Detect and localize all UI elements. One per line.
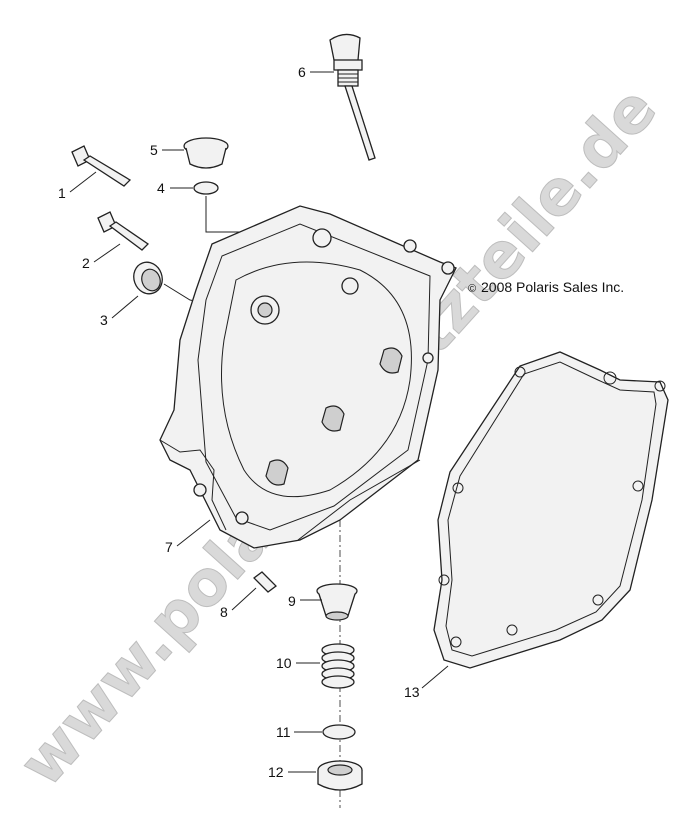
callout-12: 12 [268, 764, 316, 780]
svg-text:4: 4 [157, 180, 165, 196]
part-12-drain-plug [317, 760, 363, 791]
callout-2: 2 [82, 243, 121, 271]
callout-3: 3 [100, 295, 139, 328]
svg-text:8: 8 [220, 604, 228, 620]
part-13-gasket [433, 351, 669, 669]
part-6-dipstick [329, 33, 376, 161]
part-8-dowel-pin [253, 571, 277, 593]
svg-text:3: 3 [100, 312, 108, 328]
svg-text:6: 6 [298, 64, 306, 80]
callout-1: 1 [58, 171, 97, 201]
part-9-filter [316, 583, 358, 621]
callout-7: 7 [165, 519, 211, 555]
callout-6: 6 [298, 64, 334, 80]
part-1-bolt [71, 145, 132, 187]
svg-text:1: 1 [58, 185, 66, 201]
svg-text:13: 13 [404, 684, 420, 700]
callout-8: 8 [220, 587, 257, 620]
part-4-o-ring [193, 181, 219, 195]
callout-4: 4 [157, 180, 193, 196]
copyright-symbol: © [468, 283, 476, 295]
callout-13: 13 [404, 665, 449, 700]
svg-text:2: 2 [82, 255, 90, 271]
part-7-crankcase-cover [159, 205, 457, 549]
callout-5: 5 [150, 142, 184, 158]
part-2-bolt [97, 211, 150, 251]
svg-text:12: 12 [268, 764, 284, 780]
svg-text:7: 7 [165, 539, 173, 555]
callout-9: 9 [288, 593, 322, 609]
callout-11: 11 [276, 724, 322, 740]
copyright-text: 2008 Polaris Sales Inc. [481, 279, 624, 295]
part-10-spring [321, 643, 355, 689]
svg-text:11: 11 [276, 724, 291, 740]
svg-text:10: 10 [276, 655, 292, 671]
callout-10: 10 [276, 655, 320, 671]
part-5-plug-cap [183, 137, 229, 169]
svg-text:5: 5 [150, 142, 158, 158]
svg-text:9: 9 [288, 593, 296, 609]
copyright-notice: © 2008 Polaris Sales Inc. [468, 279, 624, 295]
part-11-o-ring [322, 724, 356, 740]
